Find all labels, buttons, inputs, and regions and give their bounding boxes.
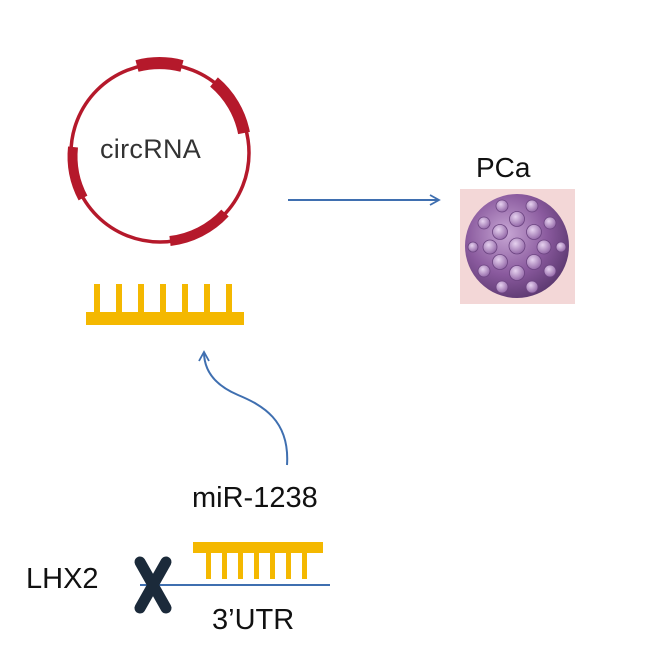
pca-cell-image (460, 189, 575, 304)
circrna-ring (67, 57, 251, 246)
arrow-mirna-to-circrna (198, 350, 289, 466)
lhx2-label: LHX2 (26, 563, 99, 595)
x-mark-icon (134, 556, 172, 614)
utr-label: 3’UTR (212, 604, 295, 636)
circrna-mirna-comb (86, 284, 244, 325)
circrna-label: circRNA (100, 134, 202, 164)
mir1238-comb (193, 542, 323, 579)
mirna-label: miR-1238 (192, 482, 318, 514)
pca-label: PCa (476, 152, 531, 183)
